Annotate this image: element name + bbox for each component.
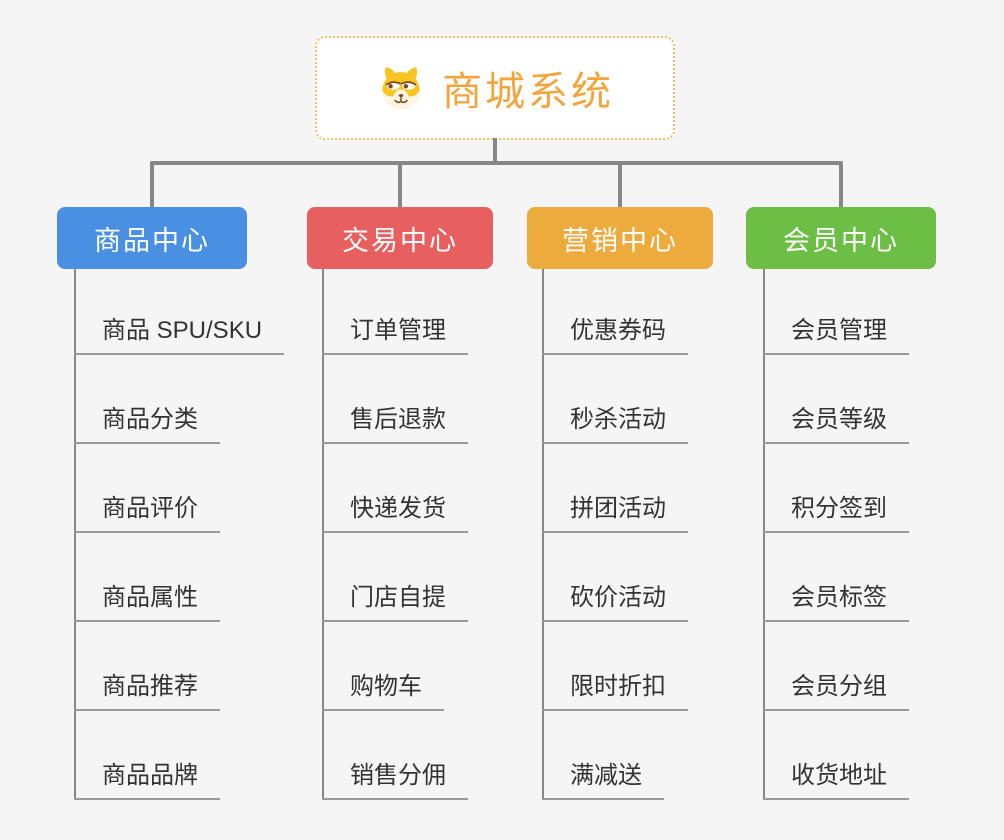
- connector-drop-product: [150, 163, 154, 207]
- leaf-node-member-tag[interactable]: 会员标签: [763, 582, 909, 622]
- leaf-node-bargain-activity[interactable]: 砍价活动: [542, 582, 688, 622]
- leaf-node-shopping-cart[interactable]: 购物车: [322, 671, 444, 711]
- root-node-mall-system[interactable]: 商城系统: [315, 36, 675, 140]
- leaf-node-member-level[interactable]: 会员等级: [763, 404, 909, 444]
- leaf-node-sales-commission[interactable]: 销售分佣: [322, 760, 468, 800]
- leaf-node-product-attribute[interactable]: 商品属性: [74, 582, 220, 622]
- leaf-node-points-checkin[interactable]: 积分签到: [763, 493, 909, 533]
- leaf-node-limited-time-discount[interactable]: 限时折扣: [542, 671, 688, 711]
- trunk-line-trade: [322, 269, 324, 800]
- leaf-node-coupon-code[interactable]: 优惠券码: [542, 315, 688, 355]
- leaf-node-after-sale-refund[interactable]: 售后退款: [322, 404, 468, 444]
- connector-drop-member: [839, 163, 843, 207]
- trunk-line-product: [74, 269, 76, 800]
- root-node-title: 商城系统: [442, 70, 614, 114]
- connector-drop-trade: [398, 163, 402, 207]
- connector-root-drop: [493, 138, 497, 164]
- leaf-node-group-buy[interactable]: 拼团活动: [542, 493, 688, 533]
- leaf-node-product-brand[interactable]: 商品品牌: [74, 760, 220, 800]
- branch-node-marketing-center[interactable]: 营销中心: [527, 207, 713, 269]
- connector-drop-marketing: [618, 163, 622, 207]
- leaf-node-express-delivery[interactable]: 快递发货: [322, 493, 468, 533]
- leaf-node-product-recommend[interactable]: 商品推荐: [74, 671, 220, 711]
- branch-node-trade-center[interactable]: 交易中心: [307, 207, 493, 269]
- leaf-node-order-management[interactable]: 订单管理: [322, 315, 468, 355]
- leaf-node-member-group[interactable]: 会员分组: [763, 671, 909, 711]
- trunk-line-member: [763, 269, 765, 800]
- leaf-node-product-review[interactable]: 商品评价: [74, 493, 220, 533]
- leaf-node-product-category[interactable]: 商品分类: [74, 404, 220, 444]
- leaf-node-member-management[interactable]: 会员管理: [763, 315, 909, 355]
- leaf-node-flash-sale[interactable]: 秒杀活动: [542, 404, 688, 444]
- branch-node-product-center[interactable]: 商品中心: [57, 207, 247, 269]
- leaf-node-product-spu-sku[interactable]: 商品 SPU/SKU: [74, 315, 285, 355]
- shiba-dog-icon: [382, 67, 420, 110]
- leaf-node-spend-and-save[interactable]: 满减送: [542, 760, 664, 800]
- trunk-line-marketing: [542, 269, 544, 800]
- leaf-node-store-pickup[interactable]: 门店自提: [322, 582, 468, 622]
- leaf-node-shipping-address[interactable]: 收货地址: [763, 760, 909, 800]
- branch-node-member-center[interactable]: 会员中心: [746, 207, 936, 269]
- connector-bus: [150, 161, 843, 165]
